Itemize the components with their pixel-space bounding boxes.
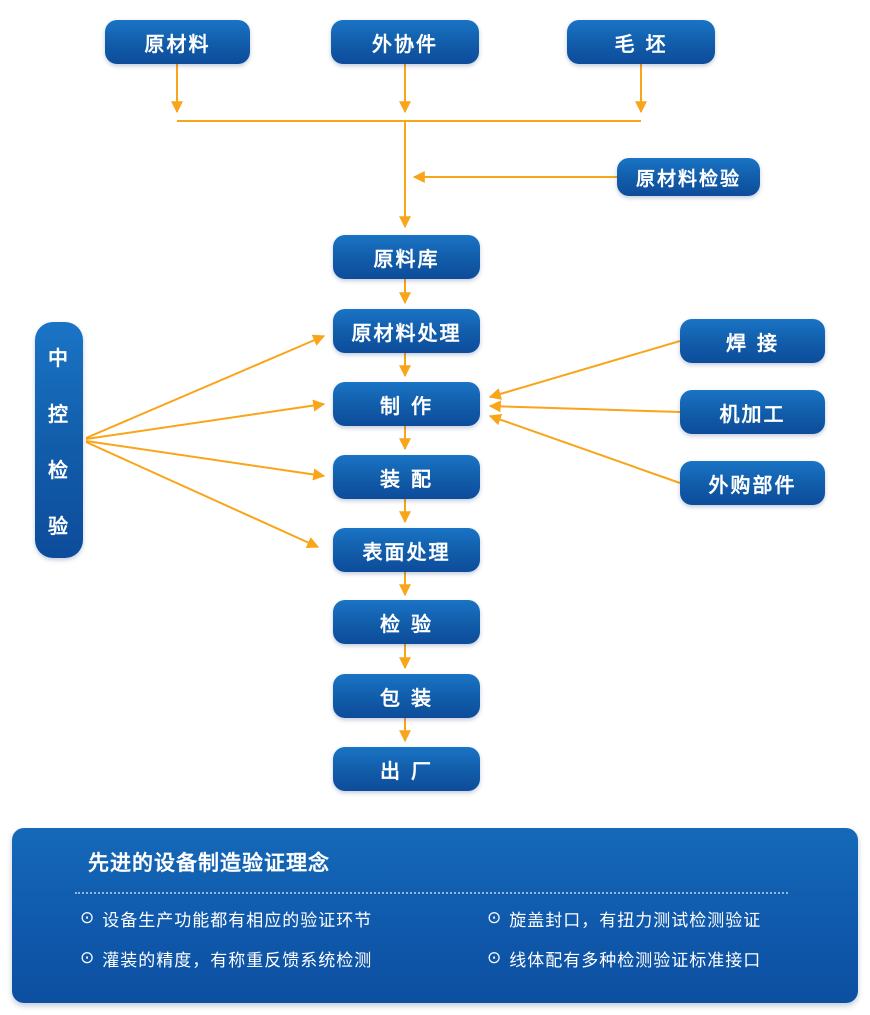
bullet-item: ⊙ 线体配有多种检测验证标准接口 — [487, 946, 762, 972]
node-purchased-parts: 外购部件 — [680, 461, 825, 505]
panel-title: 先进的设备制造验证理念 — [88, 851, 330, 875]
bullet-dot-icon: ⊙ — [80, 948, 96, 968]
node-shipment: 出 厂 — [333, 747, 480, 791]
node-blank-parts: 毛 坯 — [567, 20, 715, 64]
bullet-item: ⊙ 旋盖封口，有扭力测试检测验证 — [487, 906, 762, 932]
node-raw-material: 原材料 — [105, 20, 250, 64]
node-welding: 焊 接 — [680, 319, 825, 363]
info-panel: 先进的设备制造验证理念 ⊙ 设备生产功能都有相应的验证环节 ⊙ 旋盖封口，有扭力… — [12, 828, 858, 1003]
bullet-text: 线体配有多种检测验证标准接口 — [509, 951, 762, 971]
node-outsourced-parts: 外协件 — [331, 20, 479, 64]
bullet-dot-icon: ⊙ — [487, 948, 503, 968]
node-surface-treatment: 表面处理 — [333, 528, 480, 572]
bullet-text: 灌装的精度，有称重反馈系统检测 — [102, 951, 373, 971]
node-inspection: 检 验 — [333, 600, 480, 644]
node-assembly: 装 配 — [333, 455, 480, 499]
node-central-control-inspection: 中 控 检 验 — [35, 322, 83, 558]
bullet-list: ⊙ 设备生产功能都有相应的验证环节 ⊙ 旋盖封口，有扭力测试检测验证 ⊙ 灌装的… — [80, 906, 762, 972]
node-packaging: 包 装 — [333, 674, 480, 718]
bullet-item: ⊙ 设备生产功能都有相应的验证环节 — [80, 906, 487, 932]
bullet-item: ⊙ 灌装的精度，有称重反馈系统检测 — [80, 946, 487, 972]
bullet-text: 设备生产功能都有相应的验证环节 — [102, 911, 373, 931]
node-raw-material-processing: 原材料处理 — [333, 309, 480, 353]
bullet-text: 旋盖封口，有扭力测试检测验证 — [509, 911, 762, 931]
node-production: 制 作 — [333, 382, 480, 426]
node-machining: 机加工 — [680, 390, 825, 434]
panel-divider — [75, 892, 788, 894]
bullet-dot-icon: ⊙ — [80, 908, 96, 928]
node-raw-material-warehouse: 原料库 — [333, 235, 480, 279]
node-raw-material-inspection: 原材料检验 — [617, 158, 760, 196]
bullet-dot-icon: ⊙ — [487, 908, 503, 928]
